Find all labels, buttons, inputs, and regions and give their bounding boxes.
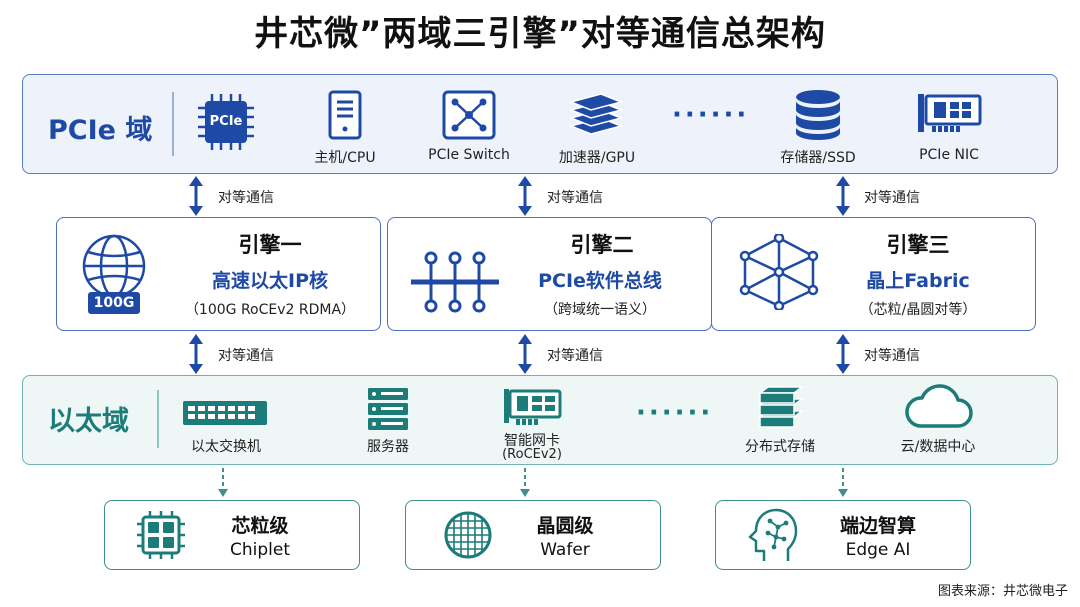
link-arrow-3-down (833, 334, 853, 374)
ethernet-ellipsis: ······ (636, 398, 714, 428)
engine-two-subtitle: PCIe软件总线 (538, 270, 662, 292)
pcie-chip-icon (196, 92, 256, 152)
switch-icon (442, 90, 496, 140)
nic-card-icon (916, 90, 982, 136)
bus-icon (409, 250, 501, 314)
server-rack-icon (367, 387, 409, 431)
wafer-icon (442, 509, 494, 561)
dashed-arrow-3 (836, 468, 850, 498)
pcie-item-ssd: 存储器/SSD (780, 150, 856, 166)
ethernet-item-cloud: 云/数据中心 (900, 439, 976, 455)
engine-three-subtitle: 晶上Fabric (866, 270, 970, 292)
engine-one-title: 引擎一 (238, 233, 302, 257)
ai-head-icon (746, 507, 800, 563)
pcie-item-nic: PCIe NIC (919, 147, 979, 163)
pcie-domain-title: PCIe 域 (48, 115, 153, 146)
engine-two-card (387, 217, 712, 331)
engine-one-subtitle: 高速以太IP核 (212, 270, 328, 292)
dashed-arrow-2 (518, 468, 532, 498)
ethernet-item-smartnic-sub: (RoCEv2) (502, 447, 562, 462)
server-cpu-icon (328, 90, 362, 140)
engine-three-title: 引擎三 (886, 233, 950, 257)
pcie-item-cpu: 主机/CPU (314, 150, 376, 166)
link-arrow-2-up (515, 176, 535, 216)
link-label-2-up: 对等通信 (547, 190, 603, 206)
source-note: 图表来源：井芯微电子 (937, 584, 1068, 599)
link-arrow-2-down (515, 334, 535, 374)
ethernet-item-storage: 分布式存储 (745, 439, 815, 455)
globe-icon (74, 232, 154, 318)
engine-two-title: 引擎二 (570, 233, 634, 257)
link-label-1-down: 对等通信 (218, 348, 274, 364)
ethernet-item-server: 服务器 (367, 439, 409, 455)
engine-three-desc: （芯粒/晶圆对等） (859, 302, 977, 318)
gpu-stack-icon (567, 88, 625, 142)
level-wafer-subtitle: Wafer (540, 540, 590, 560)
smart-nic-icon (502, 387, 562, 427)
ethernet-item-switch: 以太交换机 (191, 439, 261, 455)
pcie-item-switch: PCIe Switch (428, 147, 510, 163)
link-label-3-down: 对等通信 (864, 348, 920, 364)
database-icon (794, 89, 842, 141)
link-label-1-up: 对等通信 (218, 190, 274, 206)
engine-one-badge: 100G (93, 295, 135, 311)
page-title: 井芯微”两域三引擎”对等通信总架构 (254, 14, 826, 54)
level-edge-ai-subtitle: Edge AI (845, 540, 911, 560)
ethernet-switch-icon (182, 400, 268, 426)
pcie-divider (172, 92, 174, 156)
pcie-chip-label: PCIe (209, 114, 243, 129)
level-edge-ai-card (715, 500, 971, 570)
engine-three-card (711, 217, 1036, 331)
pcie-ellipsis: ······ (672, 100, 750, 130)
engine-one-desc: （100G RoCEv2 RDMA） (184, 302, 356, 318)
link-arrow-3-up (833, 176, 853, 216)
chiplet-icon (136, 510, 186, 560)
link-label-3-up: 对等通信 (864, 190, 920, 206)
link-arrow-1-down (186, 334, 206, 374)
level-chiplet-title: 芯粒级 (231, 515, 289, 537)
level-chiplet-subtitle: Chiplet (229, 540, 290, 560)
dashed-arrow-1 (216, 468, 230, 498)
link-label-2-down: 对等通信 (547, 348, 603, 364)
ethernet-domain-title: 以太域 (48, 406, 129, 437)
link-arrow-1-up (186, 176, 206, 216)
distributed-storage-icon (756, 385, 806, 431)
level-wafer-title: 晶圆级 (536, 515, 594, 537)
pcie-item-gpu: 加速器/GPU (558, 150, 636, 166)
cloud-icon (902, 384, 974, 430)
fabric-mesh-icon (739, 234, 819, 310)
pcie-domain-band (22, 74, 1058, 174)
ethernet-item-smartnic: 智能网卡 (504, 433, 560, 449)
engine-two-desc: （跨域统一语义） (544, 302, 656, 318)
ethernet-divider (157, 390, 159, 448)
level-edge-ai-title: 端边智算 (839, 515, 916, 537)
